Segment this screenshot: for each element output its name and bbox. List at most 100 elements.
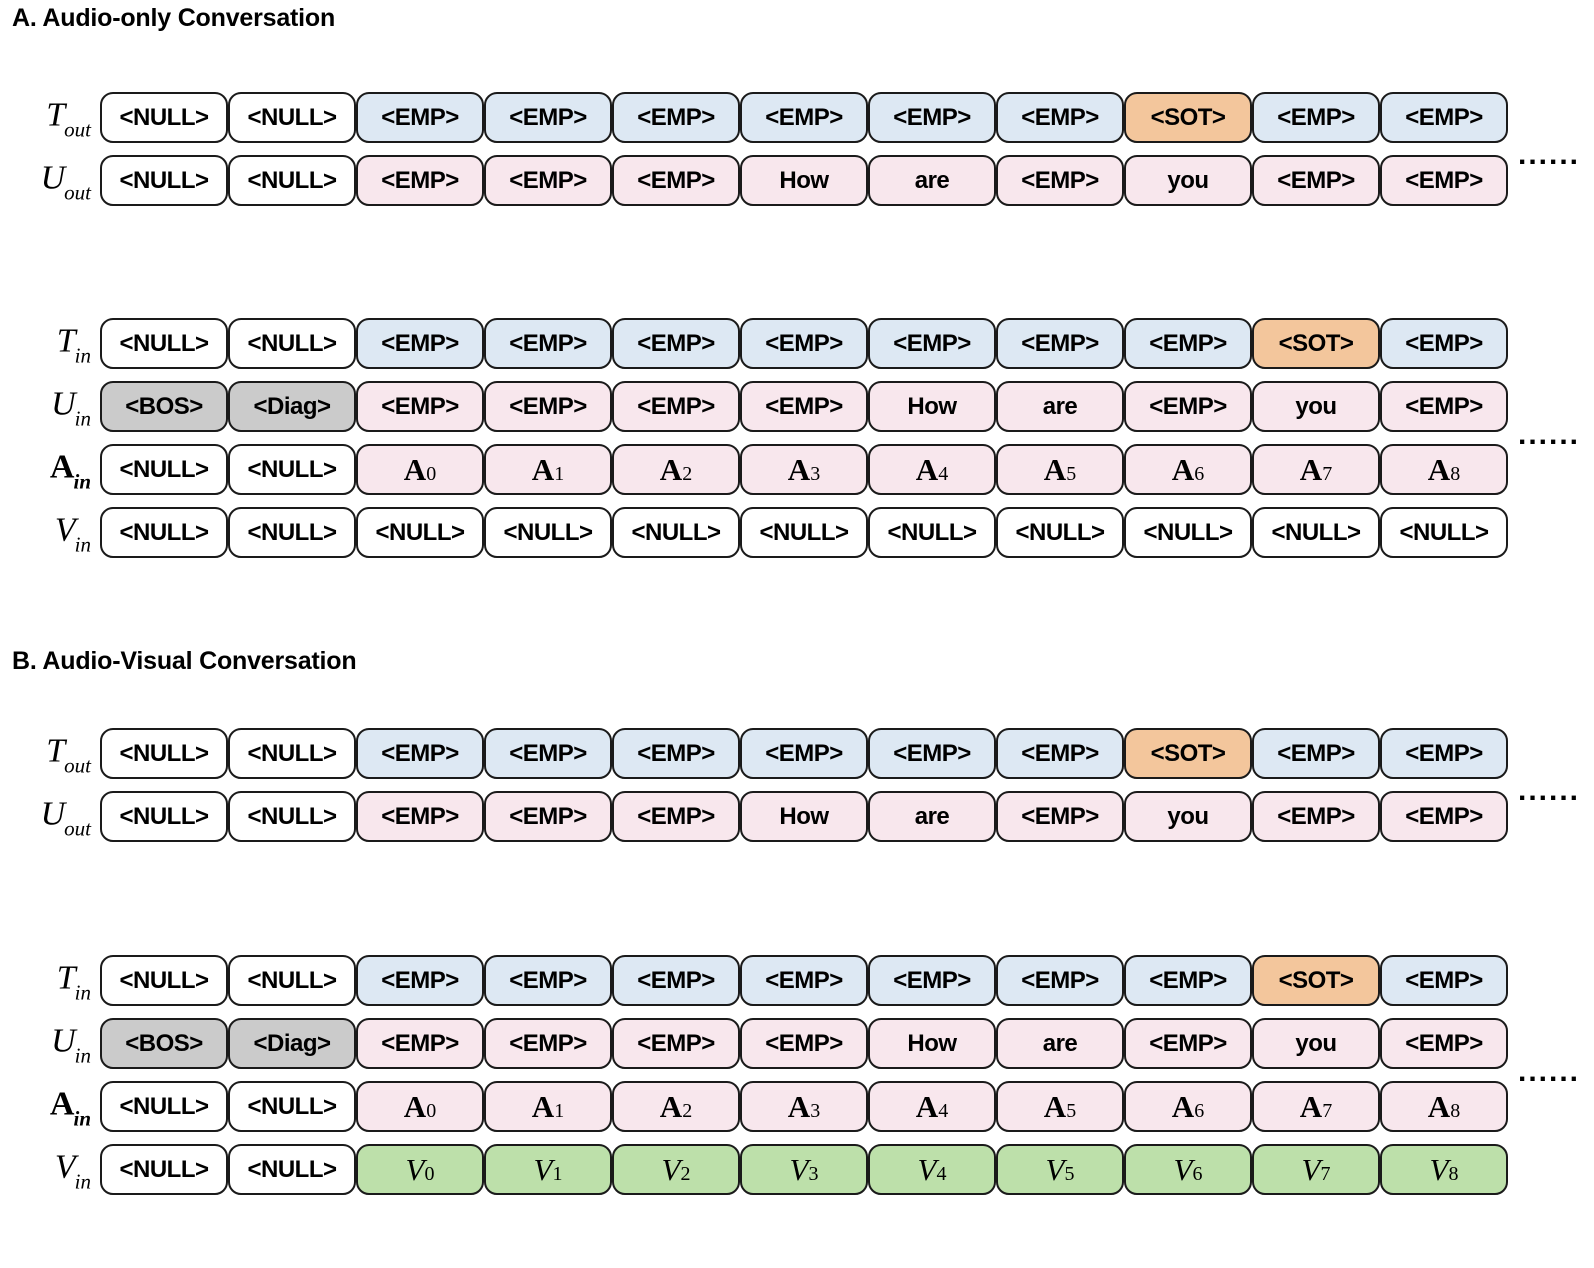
token-cell[interactable]: <EMP> (356, 92, 484, 143)
token-cell[interactable]: <NULL> (740, 507, 868, 558)
token-cell[interactable]: <NULL> (100, 1144, 228, 1195)
token-cell[interactable]: <NULL> (228, 728, 356, 779)
token-cell[interactable]: <EMP> (356, 155, 484, 206)
token-cell[interactable]: <BOS> (100, 381, 228, 432)
token-cell[interactable]: <EMP> (356, 728, 484, 779)
token-cell[interactable]: <NULL> (100, 728, 228, 779)
token-cell[interactable]: <Diag> (228, 1018, 356, 1069)
token-cell[interactable]: <NULL> (228, 92, 356, 143)
token-cell[interactable]: <EMP> (740, 381, 868, 432)
token-cell[interactable]: <EMP> (612, 1018, 740, 1069)
token-cell[interactable]: <EMP> (868, 955, 996, 1006)
token-cell[interactable]: <NULL> (228, 1081, 356, 1132)
token-cell[interactable]: <NULL> (1252, 507, 1380, 558)
token-cell[interactable]: you (1252, 381, 1380, 432)
token-cell[interactable]: How (868, 1018, 996, 1069)
token-cell[interactable]: <EMP> (356, 1018, 484, 1069)
token-cell[interactable]: are (868, 155, 996, 206)
token-cell[interactable]: <EMP> (612, 155, 740, 206)
token-cell[interactable]: <EMP> (1252, 728, 1380, 779)
token-cell[interactable]: <NULL> (228, 1144, 356, 1195)
token-cell[interactable]: <SOT> (1252, 318, 1380, 369)
token-cell[interactable]: <SOT> (1252, 955, 1380, 1006)
token-cell[interactable]: <EMP> (1380, 1018, 1508, 1069)
token-cell[interactable]: <NULL> (100, 155, 228, 206)
token-cell[interactable]: <NULL> (228, 507, 356, 558)
token-cell[interactable]: <EMP> (612, 728, 740, 779)
token-cell[interactable]: How (868, 381, 996, 432)
token-cell[interactable]: <EMP> (1252, 791, 1380, 842)
token-cell[interactable]: <EMP> (1124, 318, 1252, 369)
token-cell[interactable]: <NULL> (100, 791, 228, 842)
token-cell[interactable]: <EMP> (868, 728, 996, 779)
token-cell[interactable]: <EMP> (356, 955, 484, 1006)
token-cell[interactable]: <NULL> (228, 318, 356, 369)
token-cell[interactable]: <EMP> (1380, 92, 1508, 143)
token-cell[interactable]: <BOS> (100, 1018, 228, 1069)
token-cell[interactable]: <NULL> (356, 507, 484, 558)
token-cell[interactable]: <EMP> (740, 318, 868, 369)
token-cell[interactable]: <EMP> (484, 791, 612, 842)
token-cell[interactable]: <NULL> (868, 507, 996, 558)
token-cell[interactable]: <EMP> (996, 728, 1124, 779)
token-cell[interactable]: <EMP> (612, 791, 740, 842)
token-cell[interactable]: <NULL> (228, 955, 356, 1006)
token-cell[interactable]: <EMP> (356, 791, 484, 842)
token-cell[interactable]: <EMP> (484, 955, 612, 1006)
token-cell[interactable]: <EMP> (356, 318, 484, 369)
token-cell[interactable]: <EMP> (1380, 318, 1508, 369)
token-cell[interactable]: <NULL> (996, 507, 1124, 558)
token-cell[interactable]: <NULL> (100, 444, 228, 495)
token-cell[interactable]: <EMP> (484, 318, 612, 369)
token-cell[interactable]: <NULL> (228, 155, 356, 206)
token-cell[interactable]: are (868, 791, 996, 842)
token-cell[interactable]: <EMP> (1252, 92, 1380, 143)
token-cell[interactable]: are (996, 1018, 1124, 1069)
token-cell[interactable]: <NULL> (612, 507, 740, 558)
token-cell[interactable]: <NULL> (100, 1081, 228, 1132)
token-cell[interactable]: <EMP> (996, 955, 1124, 1006)
token-cell[interactable]: you (1124, 155, 1252, 206)
token-cell[interactable]: <EMP> (356, 381, 484, 432)
token-cell[interactable]: <EMP> (740, 728, 868, 779)
token-cell[interactable]: <EMP> (1124, 955, 1252, 1006)
token-cell[interactable]: you (1124, 791, 1252, 842)
token-cell[interactable]: <NULL> (484, 507, 612, 558)
token-cell[interactable]: <EMP> (612, 318, 740, 369)
token-cell[interactable]: <EMP> (1380, 381, 1508, 432)
token-cell[interactable]: <EMP> (1380, 791, 1508, 842)
token-cell[interactable]: <EMP> (740, 955, 868, 1006)
token-cell[interactable]: you (1252, 1018, 1380, 1069)
token-cell[interactable]: <NULL> (100, 507, 228, 558)
token-cell[interactable]: <EMP> (484, 155, 612, 206)
token-cell[interactable]: <NULL> (100, 318, 228, 369)
token-cell[interactable]: <EMP> (996, 318, 1124, 369)
token-cell[interactable]: <EMP> (868, 318, 996, 369)
token-cell[interactable]: <EMP> (740, 1018, 868, 1069)
token-cell[interactable]: <NULL> (1380, 507, 1508, 558)
token-cell[interactable]: <NULL> (100, 92, 228, 143)
token-cell[interactable]: <EMP> (996, 92, 1124, 143)
